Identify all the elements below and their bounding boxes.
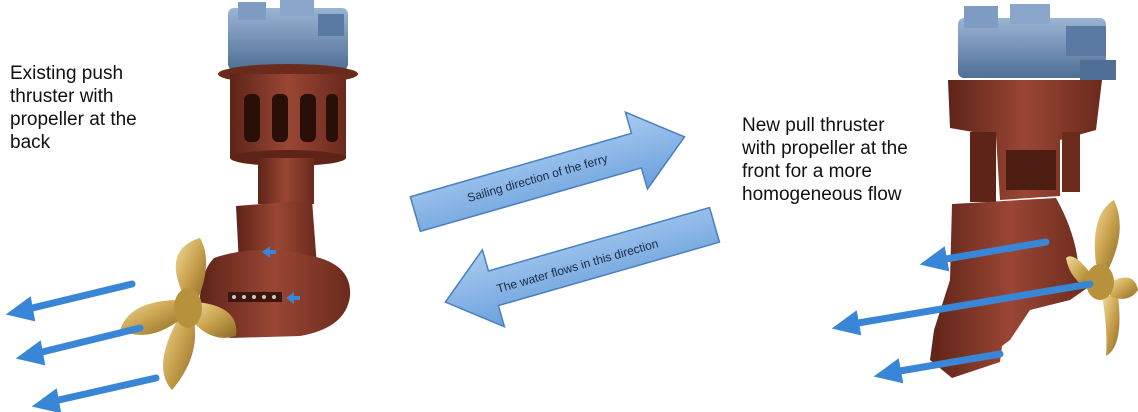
existing-thruster-label: Existing push thruster with propeller at… <box>10 63 137 153</box>
right-keel <box>930 198 1090 378</box>
left-flow-arrows <box>5 280 160 412</box>
water-flow-arrow <box>444 206 721 328</box>
right-flow-arrows <box>831 238 1094 384</box>
right-propeller <box>1066 200 1138 356</box>
existing-thruster-illustration <box>120 0 358 390</box>
new-thruster-label: New pull thruster with propeller at the … <box>742 115 908 205</box>
left-propeller <box>120 238 237 390</box>
right-housing <box>948 80 1102 200</box>
sailing-direction-arrow <box>409 110 686 233</box>
new-thruster-illustration <box>930 4 1138 378</box>
